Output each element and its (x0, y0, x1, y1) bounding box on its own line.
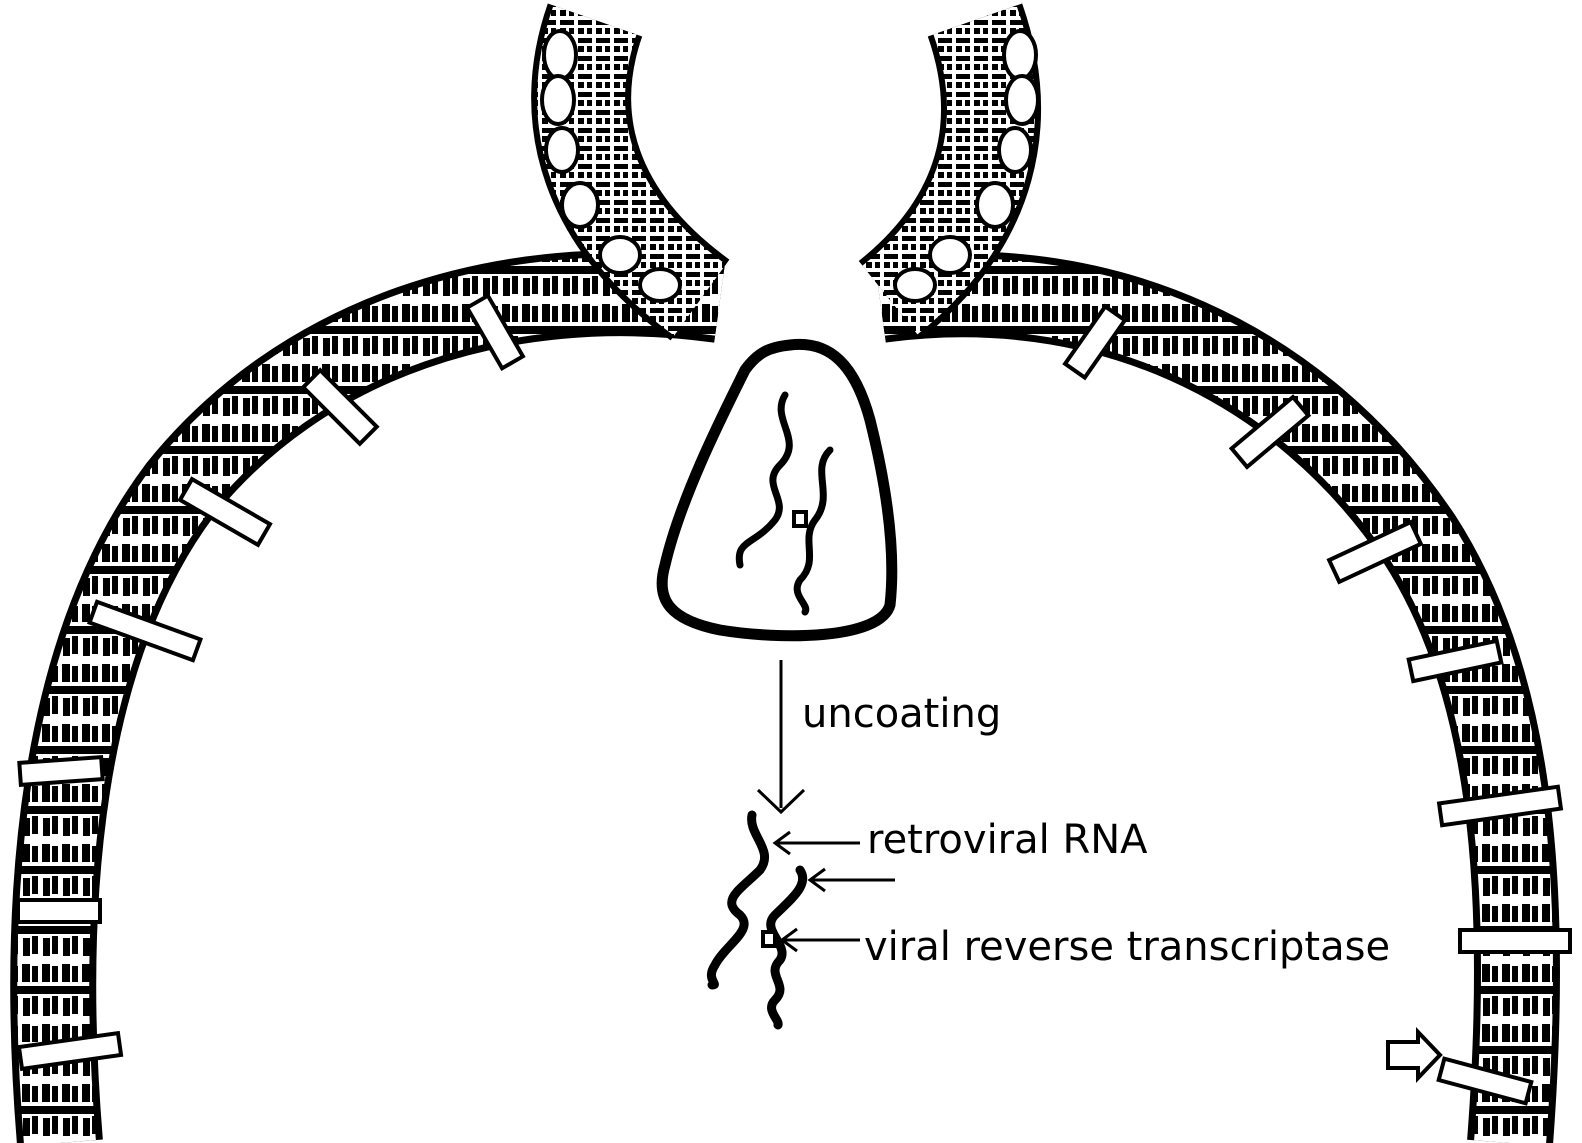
retroviral-rna-label: retroviral RNA (867, 820, 1148, 860)
uncoating-label: uncoating (802, 694, 1001, 734)
reverse-transcriptase-label: viral reverse transcriptase (864, 927, 1390, 967)
uncoating-arrow (758, 660, 804, 812)
retroviral-rna-strands (711, 815, 802, 1025)
viral-capsid (662, 344, 892, 635)
cell-membrane-left (18, 293, 720, 1143)
membrane-arrow-icon (1388, 1032, 1440, 1078)
